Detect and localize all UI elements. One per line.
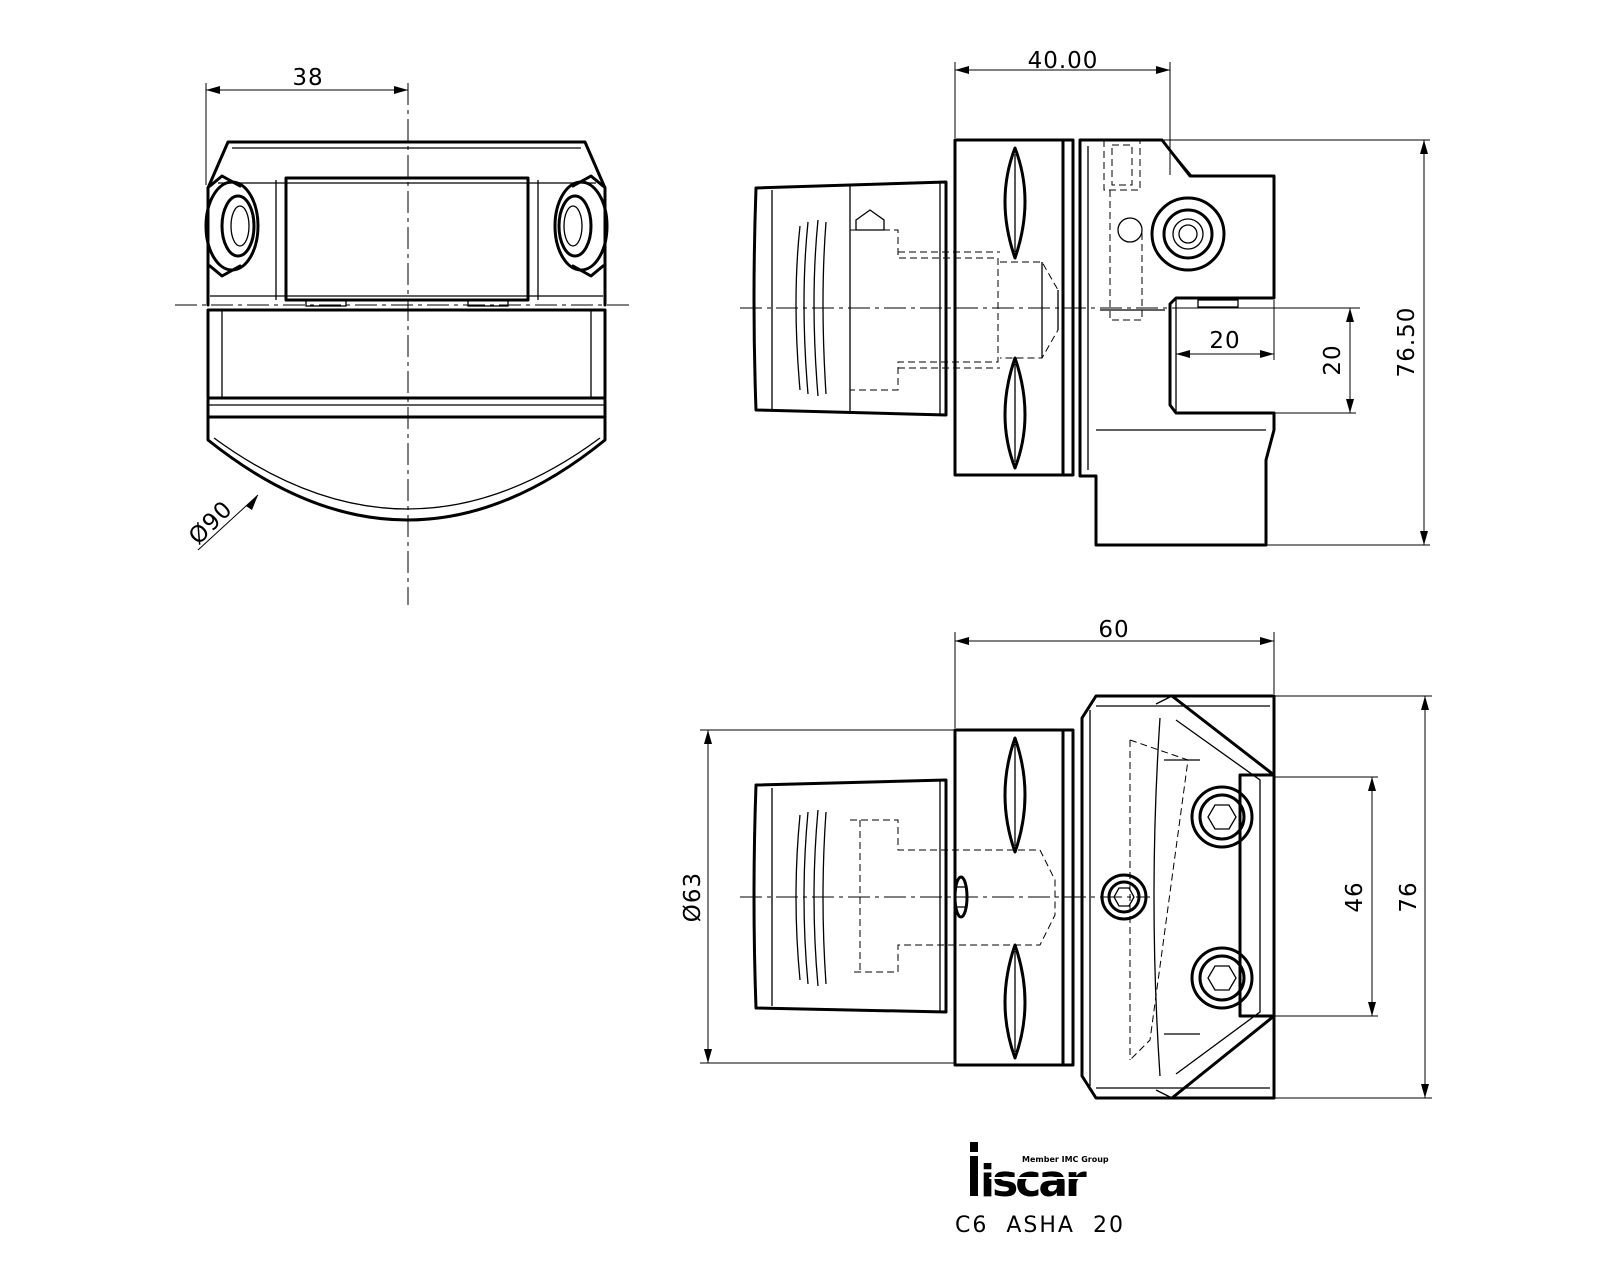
lobe-upper-icon	[1003, 146, 1027, 260]
side-height-dim: 76.50	[1394, 307, 1420, 378]
top-height-dim: 76	[1396, 881, 1422, 912]
top-screw-lower-icon	[1190, 946, 1254, 1010]
top-lobe-upper-icon	[1003, 736, 1027, 854]
logo-tagline: Member IMC Group	[1022, 1155, 1109, 1164]
slot-height-dim: 20	[1320, 344, 1346, 375]
iscar-logo: Member IMC Group iscar	[970, 1142, 1111, 1207]
slot-depth-dim: 20	[1209, 328, 1240, 354]
left-screw-icon	[204, 174, 260, 278]
top-screw-upper-icon	[1190, 785, 1254, 849]
front-view: 38 Ø90	[175, 65, 633, 605]
top-length-dim: 60	[1098, 617, 1129, 643]
logo-brand: iscar	[980, 1156, 1087, 1207]
pin-icon	[953, 875, 969, 919]
part-number: C6 ASHA 20	[955, 1213, 1125, 1238]
top-lobe-lower-icon	[1003, 943, 1027, 1060]
shank-diameter-dim: Ø63	[680, 872, 706, 922]
front-width-dim: 38	[292, 65, 323, 91]
side-view: 40.00 20 20 76.50	[740, 48, 1430, 547]
top-screw-center-icon	[1100, 873, 1148, 921]
right-screw-icon	[553, 174, 609, 278]
top-view: 60 Ø63 46 76	[680, 617, 1432, 1100]
screw-spacing-dim: 46	[1342, 881, 1368, 912]
side-length-dim: 40.00	[1028, 48, 1099, 74]
front-diameter-dim: Ø90	[184, 496, 238, 550]
lobe-lower-icon	[1003, 356, 1027, 470]
side-screw-icon	[1150, 196, 1226, 272]
